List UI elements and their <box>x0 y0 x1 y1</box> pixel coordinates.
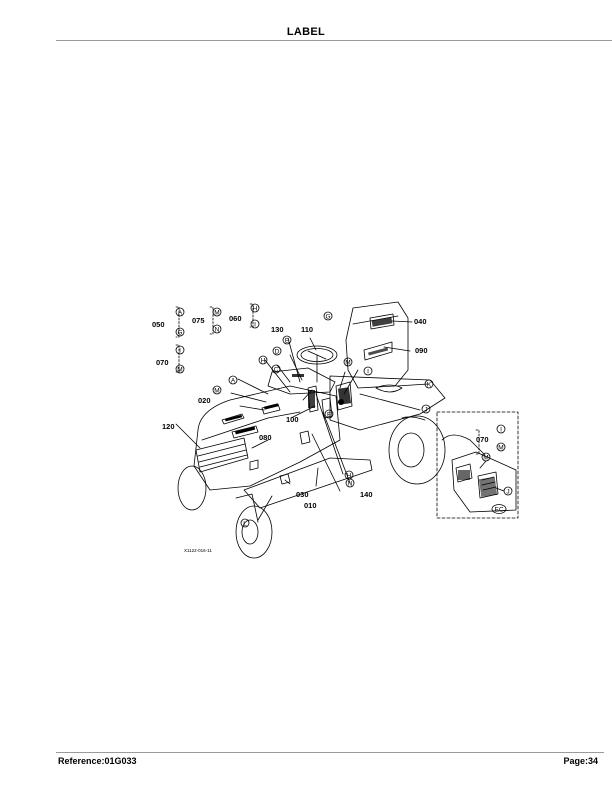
callout-letter: K <box>427 382 432 389</box>
callout-letter: I <box>367 369 369 376</box>
callout-letter: M <box>177 367 182 374</box>
callout-letter: F <box>327 412 331 419</box>
part-number: 090 <box>415 346 428 355</box>
callout-letter: H <box>347 473 352 480</box>
footer-divider <box>56 752 604 753</box>
callout-letter: A <box>178 310 183 317</box>
part-number: 120 <box>162 422 175 431</box>
callout-letter: H <box>261 358 266 365</box>
part-number: 075 <box>192 316 205 325</box>
callout-letter: D <box>275 349 280 356</box>
inset-callout-letter: I <box>500 427 502 434</box>
inset-callout-letter: EC <box>494 507 503 514</box>
part-number: 080 <box>259 433 272 442</box>
callout-letter: I <box>254 322 256 329</box>
callout-letter: L <box>243 521 247 528</box>
part-number: 070 <box>156 358 169 367</box>
part-number: 110 <box>301 325 313 334</box>
part-number: 030 <box>296 490 309 499</box>
page-title: LABEL <box>286 26 326 38</box>
parts-diagram: 050 075 060 130 110 040 090 070 020 100 … <box>140 290 530 575</box>
part-number: 010 <box>304 501 317 510</box>
callout-letter: N <box>215 327 220 334</box>
callout-letter: I <box>179 348 181 355</box>
inset-callout-letter: M <box>498 445 503 452</box>
callout-letter: E <box>285 338 290 345</box>
callout-letter: G <box>325 314 330 321</box>
mower-label-illustration: 050 075 060 130 110 040 090 070 020 100 … <box>152 301 519 559</box>
page-header: LABEL <box>0 26 612 42</box>
header-divider <box>56 40 612 41</box>
part-number: 040 <box>414 317 427 326</box>
callout-letter: M <box>345 360 350 367</box>
callout-letter: A <box>231 378 236 385</box>
part-number: 020 <box>198 396 211 405</box>
callout-letter: H <box>253 306 258 313</box>
callout-letter: N <box>348 481 353 488</box>
callout-letter: J <box>424 407 427 414</box>
footer-reference: Reference:01G033 <box>58 756 137 766</box>
part-number: 050 <box>152 320 165 329</box>
part-number: 130 <box>271 325 284 334</box>
callout-letter: M <box>214 388 219 395</box>
callout-letter: M <box>214 310 219 317</box>
callout-letter: C <box>274 367 279 374</box>
part-number: 140 <box>360 490 373 499</box>
part-number: 070 <box>476 435 489 444</box>
drawing-code: X1122-016-11 <box>184 548 212 553</box>
inset-callout-letter: M <box>483 455 488 462</box>
part-number: 060 <box>229 314 242 323</box>
callout-letter: G <box>177 330 182 337</box>
footer-page-number: Page:34 <box>563 756 598 766</box>
inset-callout-letter: J <box>506 489 509 496</box>
part-number: 100 <box>286 415 299 424</box>
